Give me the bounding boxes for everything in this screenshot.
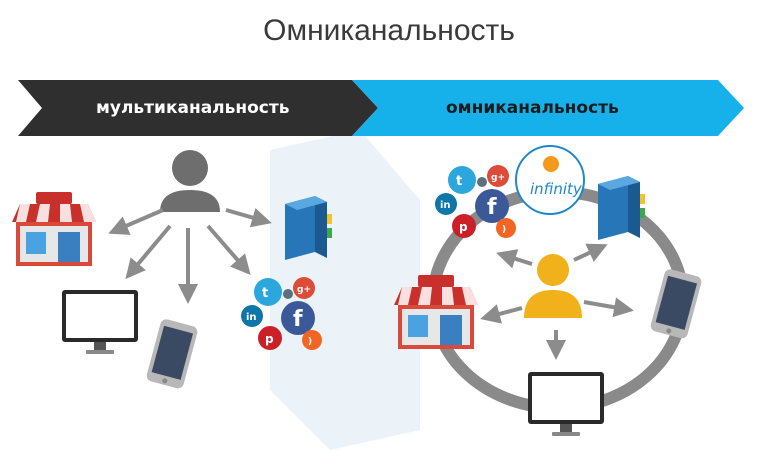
- left-arrows: [108, 207, 272, 304]
- right-phone-icon: [649, 268, 703, 340]
- left-phone-icon: [145, 318, 199, 390]
- page-title: Омниканальность: [263, 14, 515, 47]
- left-shop-icon: [12, 192, 96, 266]
- right-banner: [352, 80, 744, 136]
- left-book-icon: [285, 196, 332, 260]
- right-person-icon: [524, 254, 582, 318]
- right-monitor-icon: [528, 372, 604, 436]
- left-banner-label: мультиканальность: [96, 98, 290, 118]
- right-book-icon: [598, 176, 645, 240]
- right-arrows: [480, 243, 634, 360]
- right-social-icons: [435, 165, 516, 238]
- watermark-logo: [270, 130, 420, 450]
- right-banner-label: омниканальность: [446, 98, 619, 118]
- left-person-icon: [160, 150, 220, 212]
- left-banner: [18, 80, 378, 136]
- infinity-logo-text: infinity: [530, 180, 583, 198]
- infinity-logo: infinity: [515, 145, 585, 215]
- left-monitor-icon: [62, 290, 138, 354]
